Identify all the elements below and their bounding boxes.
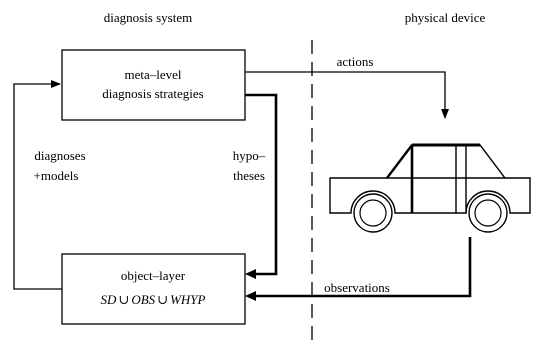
diagnoses-label-2: +models: [34, 168, 79, 183]
hypotheses-arrow: [245, 93, 278, 276]
meta-box-subtitle: diagnosis strategies: [102, 86, 203, 101]
formula-sd: SD: [101, 292, 118, 307]
object-box-formula: SD∪OBS∪WHYP: [101, 292, 206, 307]
observations-label: observations: [324, 280, 390, 295]
formula-why: WHYP: [170, 292, 205, 307]
meta-box-title: meta–level: [124, 67, 181, 82]
diagnoses-label-1: diagnoses: [34, 148, 85, 163]
car-icon: [329, 143, 531, 233]
observations-arrowhead: [245, 291, 256, 301]
diagnoses-arrow: [13, 80, 62, 290]
meta-level-box: meta–level diagnosis strategies: [61, 49, 246, 121]
hypotheses-arrowhead: [245, 269, 256, 279]
actions-arrow: [245, 71, 449, 119]
header-diagnosis-system: diagnosis system: [104, 10, 192, 25]
car-windshield: [386, 144, 413, 179]
hypotheses-label-1: hypo–: [233, 148, 266, 163]
hypotheses-label-2: theses: [233, 168, 265, 183]
actions-label: actions: [337, 54, 374, 69]
formula-obs: OBS: [131, 292, 155, 307]
object-layer-box: object–layer SD∪OBS∪WHYP: [61, 253, 246, 325]
object-box-title: object–layer: [121, 268, 186, 283]
formula-union-1: ∪: [118, 292, 129, 307]
car-hub-rear: [474, 199, 502, 227]
car-hub-front: [359, 199, 387, 227]
observations-arrow: [252, 237, 472, 298]
header-physical-device: physical device: [405, 10, 486, 25]
formula-union-2: ∪: [157, 292, 168, 307]
